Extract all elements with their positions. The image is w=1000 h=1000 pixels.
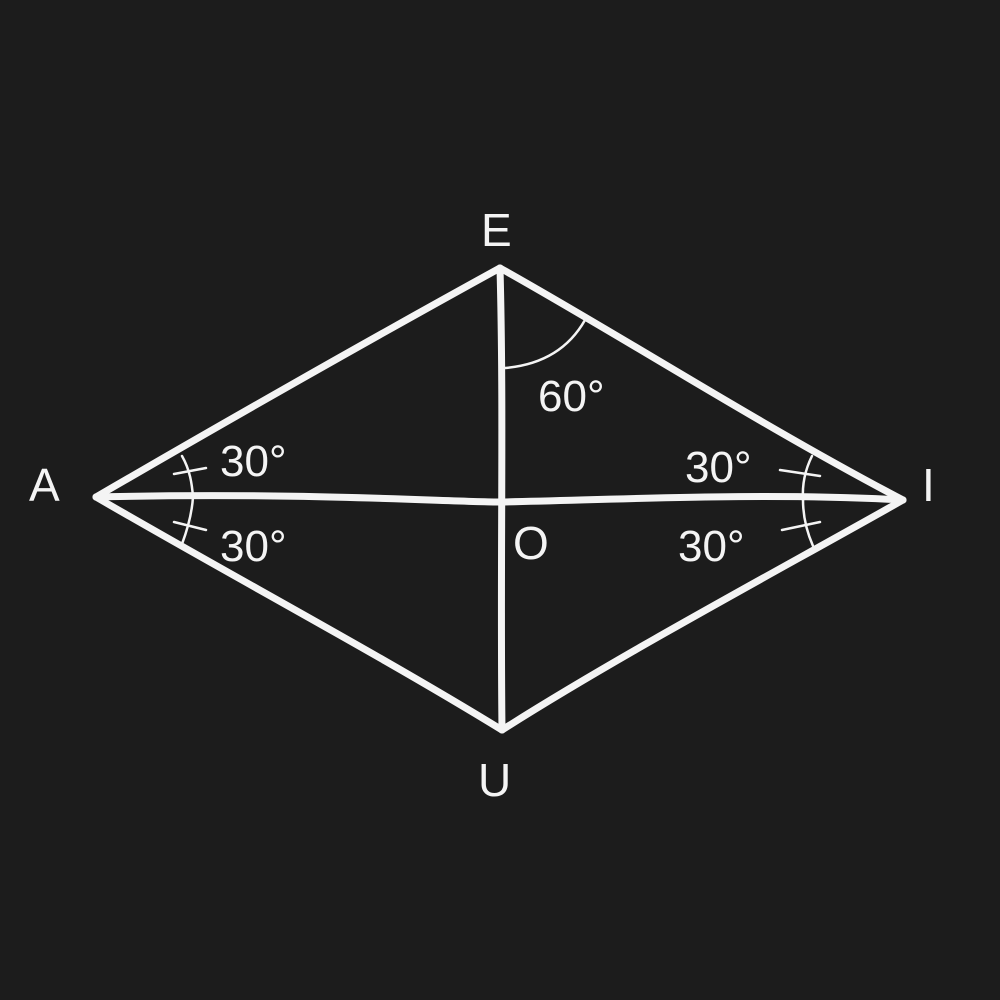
angle-arc-e bbox=[503, 318, 587, 370]
point-label-a: A bbox=[29, 459, 60, 511]
side-iu bbox=[498, 496, 907, 734]
angle-arc-i-bottom bbox=[801, 498, 815, 548]
angle-arc-a-top bbox=[180, 454, 195, 499]
diagonal-eu bbox=[496, 264, 506, 734]
point-label-i: I bbox=[922, 459, 935, 511]
angle-arc-a-bottom bbox=[180, 495, 195, 546]
point-label-u: U bbox=[478, 754, 511, 806]
side-ei bbox=[496, 264, 907, 504]
angle-arc-i-top bbox=[801, 454, 814, 502]
tick-mark-a-top bbox=[172, 466, 208, 476]
angle-label-a-top: 30° bbox=[220, 437, 287, 486]
tick-mark-a-bottom bbox=[172, 520, 208, 532]
angle-label-i-bottom: 30° bbox=[678, 522, 745, 571]
side-ua bbox=[92, 493, 506, 734]
tick-mark-i-top bbox=[778, 468, 822, 478]
angle-label-i-top: 30° bbox=[685, 443, 752, 492]
side-ae bbox=[92, 264, 504, 501]
tick-mark-i-bottom bbox=[780, 520, 822, 532]
point-label-o: O bbox=[513, 517, 549, 569]
angle-label-e: 60° bbox=[538, 372, 605, 421]
point-label-e: E bbox=[481, 204, 512, 256]
angle-label-a-bottom: 30° bbox=[220, 522, 287, 571]
